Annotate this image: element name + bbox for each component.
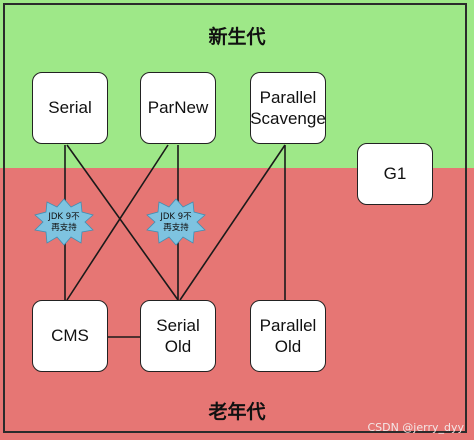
starburst-left-icon	[34, 198, 94, 246]
collector-serial: Serial	[32, 72, 108, 144]
collector-parallel-old: Parallel Old	[250, 300, 326, 372]
link-parallel-scavenge-serial-old	[179, 144, 286, 301]
starburst-right-icon	[146, 198, 206, 246]
collector-serial-old: Serial Old	[140, 300, 216, 372]
badge-right-label-line2: 再支持	[163, 222, 189, 233]
badge-left-label-line1: JDK 9不	[47, 212, 80, 222]
link-parnew-cms	[66, 144, 169, 301]
old-generation-title: 老年代	[208, 401, 266, 423]
badge-right	[146, 198, 206, 246]
collector-parallel-scavenge: Parallel Scavenge	[250, 72, 326, 144]
young-generation-title: 新生代	[208, 26, 266, 48]
link-serial-serial-old	[66, 144, 179, 301]
collector-cms: CMS	[32, 300, 108, 372]
badge-left-label-line2: 再支持	[51, 222, 77, 233]
collector-parnew: ParNew	[140, 72, 216, 144]
badge-left	[34, 198, 94, 246]
watermark: CSDN @jerry_dyy	[367, 421, 464, 434]
badge-right-label-line1: JDK 9不	[159, 212, 192, 222]
collector-g1: G1	[357, 143, 433, 205]
